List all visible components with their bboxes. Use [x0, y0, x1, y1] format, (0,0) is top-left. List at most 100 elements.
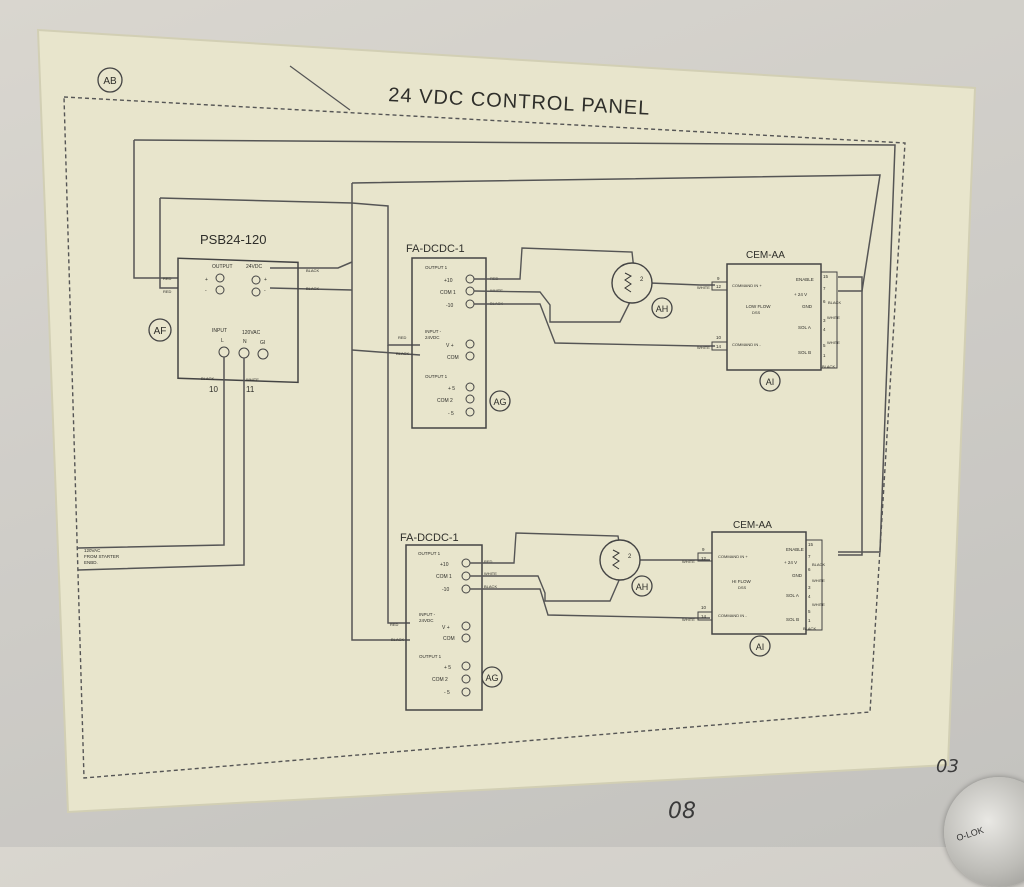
svg-text:15: 15	[823, 274, 829, 279]
svg-text:OUTPUT 1: OUTPUT 1	[419, 654, 442, 659]
potentiometer-bottom	[470, 532, 710, 619]
svg-text:-: -	[264, 288, 266, 294]
svg-text:AH: AH	[636, 582, 649, 592]
svg-text:AG: AG	[485, 673, 498, 683]
svg-text:CEM-AA: CEM-AA	[746, 250, 785, 261]
svg-text:ENABLE: ENABLE	[786, 547, 804, 552]
svg-text:14: 14	[701, 614, 707, 619]
svg-text:ENBD.: ENBD.	[84, 560, 98, 565]
svg-text:ENABLE: ENABLE	[796, 277, 814, 282]
svg-text:24VDC: 24VDC	[425, 335, 440, 340]
svg-text:+10: +10	[444, 278, 453, 284]
psb-power-supply: PSB24-120 OUTPUT 24VDC RED RED + - + - B…	[148, 232, 319, 394]
svg-text:WHITE: WHITE	[682, 617, 695, 622]
svg-text:CEM-AA: CEM-AA	[733, 520, 772, 531]
svg-text:7: 7	[823, 286, 826, 291]
svg-text:SOL A: SOL A	[798, 325, 811, 330]
potentiometer-top	[473, 247, 715, 347]
svg-text:DSS: DSS	[738, 585, 747, 590]
svg-text:BLACK: BLACK	[484, 584, 497, 589]
svg-text:DSS: DSS	[752, 310, 761, 315]
svg-text:HI FLOW: HI FLOW	[732, 579, 752, 584]
svg-text:OUTPUT 1: OUTPUT 1	[425, 374, 448, 379]
svg-text:12: 12	[701, 556, 707, 561]
svg-text:INPUT -: INPUT -	[425, 329, 442, 334]
svg-text:24VDC: 24VDC	[419, 618, 434, 623]
svg-text:24VDC: 24VDC	[246, 264, 263, 270]
svg-text:WHITE: WHITE	[682, 559, 695, 564]
svg-text:AH: AH	[656, 304, 669, 314]
svg-text:COM 1: COM 1	[440, 290, 456, 296]
svg-text:- 5: - 5	[444, 690, 450, 696]
svg-text:COM: COM	[443, 636, 455, 642]
wiring-diagram-photo: AB 24 VDC CONTROL PANEL PSB24-120 OUTPUT…	[36, 28, 977, 824]
svg-text:COMMAND IN +: COMMAND IN +	[732, 283, 762, 288]
svg-text:120VAC: 120VAC	[84, 548, 101, 553]
svg-text:AI: AI	[766, 377, 775, 387]
svg-text:-10: -10	[442, 587, 449, 593]
svg-text:10: 10	[701, 605, 707, 610]
svg-text:SOL B: SOL B	[798, 350, 811, 355]
svg-text:+ 24 V: + 24 V	[784, 560, 797, 565]
svg-text:GND: GND	[802, 304, 813, 309]
svg-text:RED: RED	[484, 559, 493, 564]
svg-text:10: 10	[716, 335, 722, 340]
svg-text:7: 7	[808, 554, 811, 559]
svg-text:COM 2: COM 2	[437, 398, 453, 404]
svg-text:4: 4	[808, 594, 811, 599]
svg-text:RED: RED	[398, 335, 407, 340]
outer-wires	[133, 139, 896, 641]
svg-text:GND: GND	[792, 573, 803, 578]
svg-text:BLACK: BLACK	[396, 351, 409, 356]
svg-text:WHITE: WHITE	[246, 377, 259, 382]
handwritten-03: 03	[936, 756, 959, 777]
svg-text:WHITE: WHITE	[812, 602, 825, 607]
svg-text:11: 11	[246, 385, 255, 394]
svg-text:WHITE: WHITE	[697, 345, 710, 350]
svg-text:GI: GI	[260, 340, 265, 346]
svg-text:+10: +10	[440, 562, 449, 568]
svg-text:-10: -10	[446, 303, 453, 309]
svg-text:RED: RED	[163, 289, 172, 294]
svg-text:FA-DCDC-1: FA-DCDC-1	[400, 532, 459, 544]
ac-feed: 120VAC FROM STARTER ENBD.	[77, 357, 245, 571]
svg-text:2: 2	[628, 554, 632, 560]
svg-text:15: 15	[808, 542, 814, 547]
pot-tag-bottom: AH	[631, 575, 653, 597]
svg-text:N: N	[243, 339, 247, 345]
svg-text:WHITE: WHITE	[484, 571, 497, 576]
handwritten-08: 08	[668, 799, 696, 824]
svg-text:PSB24-120: PSB24-120	[200, 232, 267, 247]
dcdc-converter-bottom: FA-DCDC-1 OUTPUT 1 +10 COM 1 -10 INPUT -…	[390, 532, 503, 711]
cem-module-top: CEM-AA 9 12 10 14 COMMAND IN + COMMAND I…	[711, 250, 841, 392]
svg-text:V +: V +	[446, 343, 454, 349]
svg-text:-: -	[205, 288, 207, 294]
svg-text:+: +	[205, 277, 208, 283]
svg-text:9: 9	[717, 276, 720, 281]
svg-text:AG: AG	[493, 397, 506, 407]
svg-text:6: 6	[823, 299, 826, 304]
dcdc-converter-top: FA-DCDC-1 OUTPUT 1 +10 COM 1 -10 INPUT -…	[396, 243, 511, 429]
svg-text:6: 6	[808, 567, 811, 572]
svg-text:BLACK: BLACK	[822, 364, 835, 369]
svg-text:+ 5: + 5	[448, 386, 455, 392]
svg-text:- 5: - 5	[448, 411, 454, 417]
svg-text:WHITE: WHITE	[827, 315, 840, 320]
svg-text:AF: AF	[154, 326, 167, 337]
svg-text:14: 14	[716, 344, 722, 349]
svg-text:BLACK: BLACK	[812, 562, 825, 567]
svg-text:V +: V +	[442, 625, 450, 631]
svg-text:10: 10	[209, 385, 218, 394]
dashed-border	[63, 96, 906, 779]
svg-text:INPUT -: INPUT -	[419, 612, 436, 617]
paper-sheet	[36, 28, 977, 814]
svg-text:RED: RED	[163, 276, 172, 281]
svg-text:BLACK: BLACK	[306, 268, 319, 273]
svg-text:OUTPUT: OUTPUT	[212, 264, 233, 270]
svg-text:BLACK: BLACK	[306, 286, 319, 291]
svg-text:+: +	[264, 277, 267, 283]
svg-text:COM 1: COM 1	[436, 574, 452, 580]
svg-text:INPUT: INPUT	[212, 328, 227, 334]
svg-text:WHITE: WHITE	[827, 340, 840, 345]
svg-text:RED: RED	[390, 622, 399, 627]
